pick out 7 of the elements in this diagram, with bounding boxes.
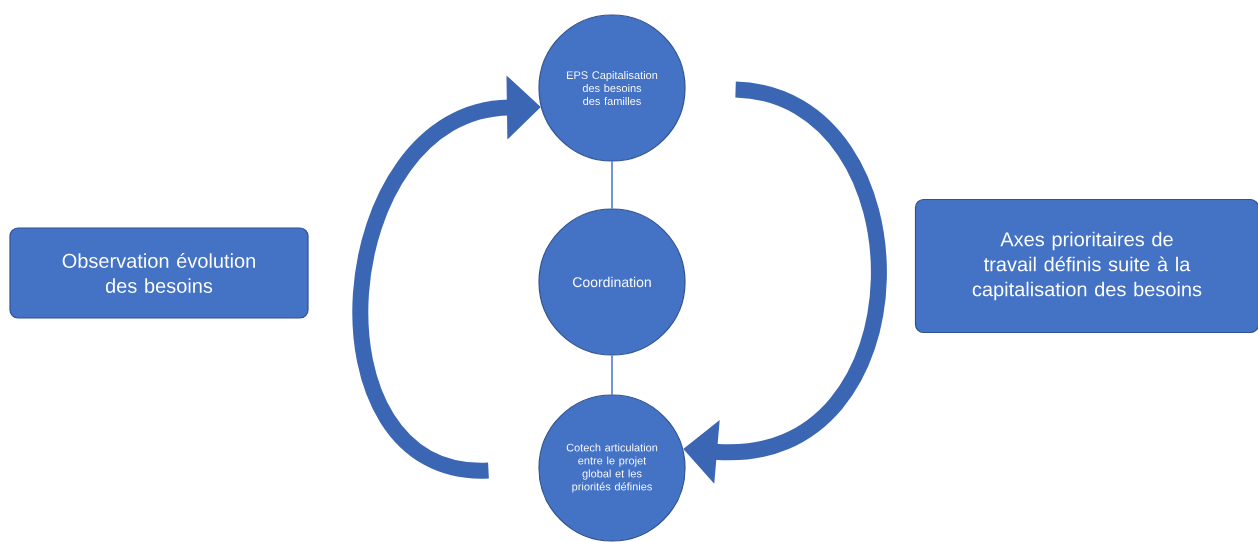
connector-line bbox=[611, 160, 613, 210]
connector-line bbox=[611, 354, 613, 396]
text-box: Observation évolution des besoins bbox=[9, 227, 309, 319]
circle-node: Coordination bbox=[538, 208, 686, 356]
text-box: Axes prioritaires de travail définis suite à la capitalisation des besoins bbox=[914, 198, 1258, 334]
circle-node: Cotech articulation entre le projet global et les priorités définies bbox=[538, 394, 686, 542]
circle-node: EPS Capitalisation des besoins des familles bbox=[538, 14, 686, 162]
